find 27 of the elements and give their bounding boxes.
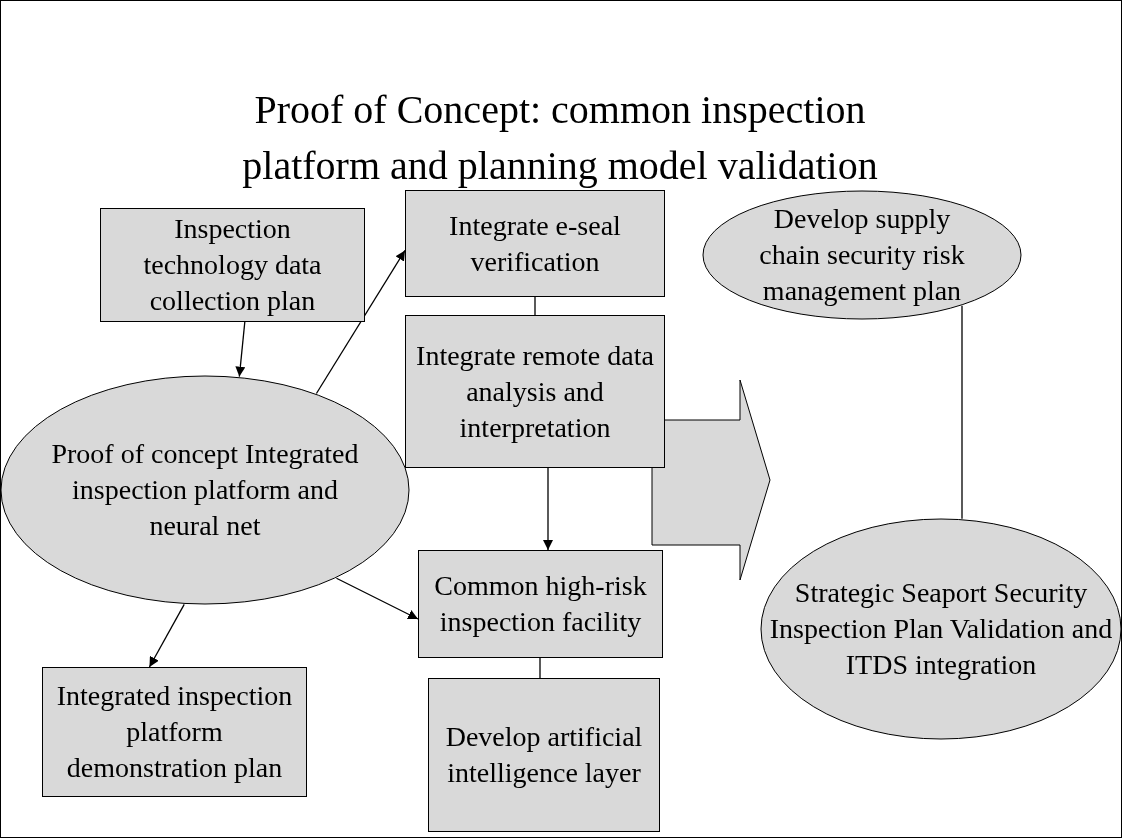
node-text: Proof of concept Integrated inspection platform and neural net	[50, 437, 360, 543]
node-text: Develop artificial intelligence layer	[444, 720, 644, 790]
arrow	[148, 603, 185, 668]
process-box	[418, 550, 663, 658]
process-ellipse	[702, 190, 1022, 320]
connector-line	[961, 305, 963, 520]
node-text: Inspection technology data collection plan	[142, 212, 323, 318]
arrow	[335, 577, 419, 620]
process-box	[405, 315, 665, 468]
node-text: Integrated inspection platform demonstration plan	[55, 679, 294, 785]
node-text: Strategic Seaport Security Inspection Plan Validation and ITDS integration	[768, 576, 1114, 682]
node-text: Develop supply chain security risk management plan	[758, 202, 966, 308]
connector-line	[539, 657, 541, 679]
connector-line	[534, 296, 536, 316]
node-text: Common high-risk inspection facility	[433, 569, 648, 639]
node-text: Integrate e-seal verification	[448, 208, 622, 279]
process-box	[42, 667, 307, 797]
arrow	[315, 249, 406, 395]
process-ellipse	[0, 375, 410, 605]
title: Proof of Concept: common inspection platform and planning model validation	[241, 86, 879, 190]
process-ellipse	[760, 518, 1122, 740]
arrow	[543, 467, 553, 551]
process-box	[405, 190, 665, 297]
arrow	[235, 321, 246, 378]
process-box	[100, 208, 365, 322]
process-box	[428, 678, 660, 832]
node-text: Integrate remote data analysis and interpretation	[415, 338, 655, 445]
